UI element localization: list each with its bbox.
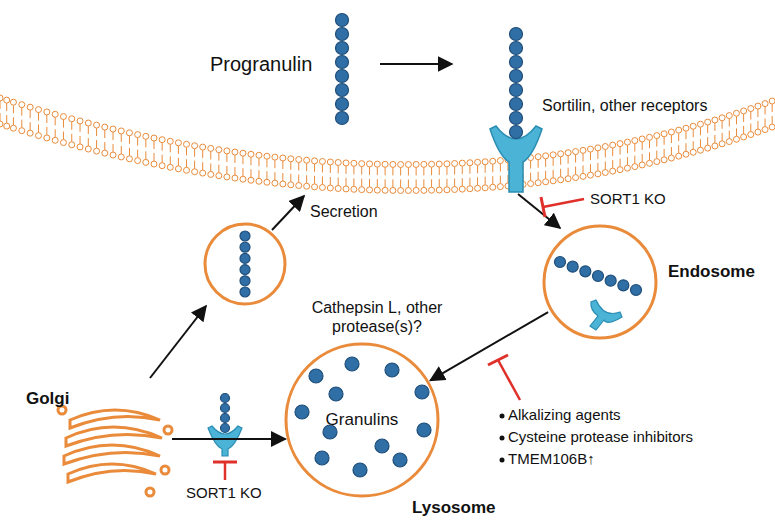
organelle-label: Golgi (26, 389, 69, 409)
annotation-label: Sortilin, other receptors (542, 96, 707, 115)
sortilin-receptor (590, 300, 622, 330)
annotation-label: SORT1 KO (186, 484, 262, 502)
progranulin-chain (510, 28, 523, 139)
sortilin-receptor (490, 126, 542, 192)
inhibition-line (224, 462, 227, 480)
inhibition-line (498, 360, 520, 400)
inhibition-bar (488, 355, 508, 365)
annotation-label: Alkalizing agents (508, 406, 621, 424)
progranulin-chain (221, 394, 230, 433)
membrane (0, 95, 775, 194)
granulin-beads (295, 357, 431, 477)
binding-arrow (380, 63, 452, 65)
progranulin-chain (555, 257, 642, 296)
golgi-to-vesicle-arrow (150, 306, 206, 378)
annotation-label: Cathepsin L, other protease(s)? (292, 298, 462, 336)
organelle-circle: Endosome (542, 224, 658, 340)
annotation-label: Secretion (310, 202, 378, 221)
annotation-label: TMEM106B↑ (508, 450, 595, 468)
secretory-vesicle (205, 224, 285, 304)
endocytosis-arrow (518, 194, 560, 228)
inhibition-line (543, 199, 584, 207)
secretion-arrow (272, 196, 304, 230)
annotation-label: SORT1 KO (590, 190, 666, 208)
inhibition-bar (541, 197, 545, 217)
progranulin-chain (336, 14, 349, 125)
organelle-group: Golgi (18, 383, 168, 495)
bullet-dots (500, 414, 505, 463)
organelle-circle: GranulinsLysosome (284, 342, 440, 498)
flow-arrow (172, 438, 285, 440)
node-text: Granulins (326, 410, 399, 430)
organelle-outline (542, 224, 658, 340)
annotation-label: Progranulin (210, 52, 312, 76)
inhibition-bar (213, 461, 237, 464)
organelle-label: Endosome (668, 262, 755, 282)
organelle-label: Lysosome (412, 498, 495, 518)
flow-arrow (430, 312, 548, 380)
golgi-stacks (58, 406, 172, 496)
progranulin-chain (240, 231, 250, 297)
annotation-label: Cysteine protease inhibitors (508, 428, 693, 446)
